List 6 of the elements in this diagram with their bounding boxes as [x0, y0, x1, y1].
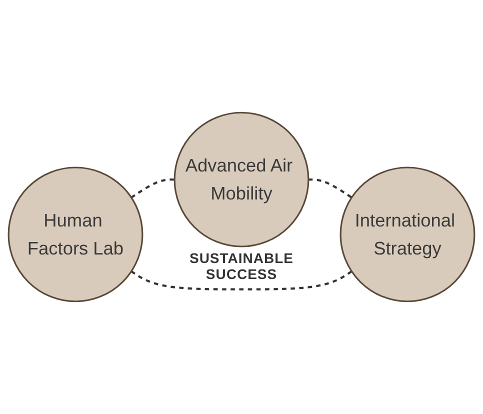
node-circle: Advanced Air Mobility: [174, 112, 310, 248]
connector: [130, 178, 175, 198]
connector: [130, 270, 352, 290]
node-circle: International Strategy: [340, 166, 476, 302]
node-circle: Human Factors Lab: [8, 166, 144, 302]
connector: [308, 178, 352, 198]
